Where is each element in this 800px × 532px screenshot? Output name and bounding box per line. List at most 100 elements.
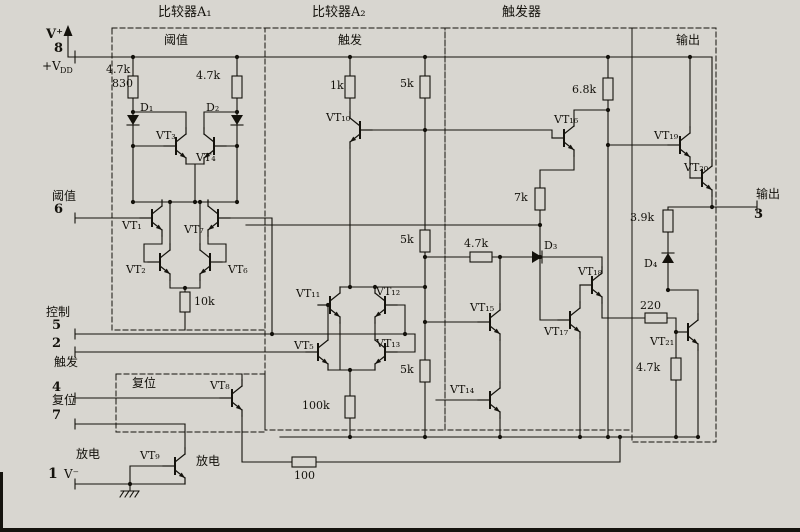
- label-vt20: VT₂₀: [684, 161, 709, 174]
- label-r-4k7-out: 4.7k: [636, 361, 661, 374]
- transistor-vt10: [349, 111, 373, 149]
- transistor-layer: [139, 111, 713, 485]
- label-r-830: 830: [112, 77, 133, 90]
- label-vt12: VT₁₂: [376, 285, 401, 298]
- label-output-top: 输出: [676, 33, 701, 47]
- pin-7: 7: [52, 408, 62, 423]
- label-vt14: VT₁₄: [450, 383, 475, 396]
- diode-d4: [661, 252, 675, 264]
- vplus-arrow-icon: [63, 25, 73, 36]
- pin-4: 4: [52, 380, 62, 395]
- label-vt4: VT₄: [196, 151, 216, 164]
- scan-edge-left: [0, 472, 3, 532]
- label-vt1: VT₁: [122, 219, 142, 232]
- pin-6: 6: [54, 202, 64, 217]
- diode-d1: [126, 114, 140, 126]
- label-r-6k8: 6.8k: [572, 83, 597, 96]
- pin-vminus: V⁻: [64, 467, 79, 481]
- transistor-vt14: [477, 381, 501, 419]
- diode-d2: [230, 114, 244, 126]
- reset-wires: [119, 423, 186, 498]
- label-vt15: VT₁₅: [470, 301, 495, 314]
- ff-wires: [241, 56, 677, 463]
- label-r-4k7-ff: 4.7k: [464, 237, 489, 250]
- label-vt13: VT₁₃: [376, 337, 401, 350]
- label-vt19: VT₁₉: [654, 129, 679, 142]
- label-discharge-inner: 放电: [196, 454, 221, 468]
- label-vt9: VT₉: [140, 449, 160, 462]
- pin-1: 1: [48, 466, 58, 482]
- label-d4: D₄: [644, 257, 658, 270]
- label-r-5k-1: 5k: [400, 77, 414, 90]
- label-vt6: VT₆: [228, 263, 248, 276]
- label-vt8: VT₈: [210, 379, 230, 392]
- section-flipflop: 触发器: [502, 5, 542, 20]
- resistor-4k7-a1: [231, 75, 243, 99]
- pin-vdd-sub: DD: [60, 66, 73, 75]
- label-vt5: VT₅: [294, 339, 314, 352]
- label-trigger-top: 触发: [338, 33, 363, 47]
- label-d2: D₂: [206, 101, 220, 114]
- pin-8: 8: [54, 41, 64, 56]
- pin-output: 输出: [756, 187, 781, 201]
- pin-3: 3: [754, 207, 764, 222]
- resistor-1k: [344, 75, 356, 99]
- resistor-5k-2: [419, 229, 431, 253]
- comparator-a1-box: [111, 27, 266, 331]
- pin-vplus: V⁺: [46, 27, 63, 42]
- pin-lines: [74, 50, 758, 490]
- resistor-layer: [127, 75, 682, 468]
- label-r-3k9: 3.9k: [630, 211, 655, 224]
- label-r-220: 220: [640, 299, 661, 312]
- pin-5: 5: [52, 318, 62, 333]
- label-d1: D₁: [140, 101, 154, 114]
- resistor-220: [644, 312, 668, 324]
- resistor-7k: [534, 187, 546, 211]
- resistor-4k7-830: [127, 75, 139, 99]
- pin-trigger: 触发: [54, 355, 79, 369]
- section-boxes: [111, 27, 717, 443]
- resistor-3k9: [662, 209, 674, 233]
- transistor-vt7: [207, 199, 231, 237]
- label-vt17: VT₁₇: [544, 325, 569, 338]
- scan-edge-bottom: [0, 528, 800, 532]
- label-r-4k7-a: 4.7k: [106, 63, 131, 76]
- resistor-4k7-ff: [469, 251, 493, 263]
- label-r-10k: 10k: [194, 295, 215, 308]
- label-r-5k-2: 5k: [400, 233, 414, 246]
- label-r-100: 100: [294, 469, 315, 482]
- pin-discharge: 放电: [76, 447, 101, 461]
- junction-dots: [127, 54, 715, 487]
- label-r-7k: 7k: [514, 191, 528, 204]
- pin-threshold: 阈值: [52, 189, 77, 203]
- label-vt16: VT₁₆: [554, 113, 579, 126]
- pin-2: 2: [52, 336, 62, 351]
- label-vt11: VT₁₁: [296, 287, 321, 300]
- label-d3: D₃: [544, 239, 558, 252]
- section-comparator-a2: 比较器A₂: [312, 5, 366, 20]
- transistor-vt9: [162, 447, 186, 485]
- label-vt7: VT₇: [184, 223, 204, 236]
- resistor-100: [291, 456, 317, 468]
- label-vt18: VT₁₈: [578, 265, 603, 278]
- label-r-5k-3: 5k: [400, 363, 414, 376]
- pin-reset: 复位: [52, 393, 77, 407]
- label-r-100k: 100k: [302, 399, 330, 412]
- label-threshold-top: 阈值: [164, 33, 189, 47]
- a2-wires: [229, 56, 553, 438]
- output-box: [631, 27, 717, 443]
- label-r-1k: 1k: [330, 79, 344, 92]
- transistor-vt1: [139, 199, 163, 237]
- reset-box: [115, 373, 266, 433]
- resistor-5k-1: [419, 75, 431, 99]
- label-reset-inner: 复位: [132, 376, 157, 390]
- label-vt3: VT₃: [156, 129, 176, 142]
- label-vt2: VT₂: [126, 263, 146, 276]
- pin-vdd: +V: [42, 59, 61, 73]
- label-vt10: VT₁₀: [326, 111, 351, 124]
- pin-control: 控制: [46, 305, 71, 319]
- section-comparator-a1: 比较器A₁: [158, 5, 212, 20]
- resistor-100k: [344, 395, 356, 419]
